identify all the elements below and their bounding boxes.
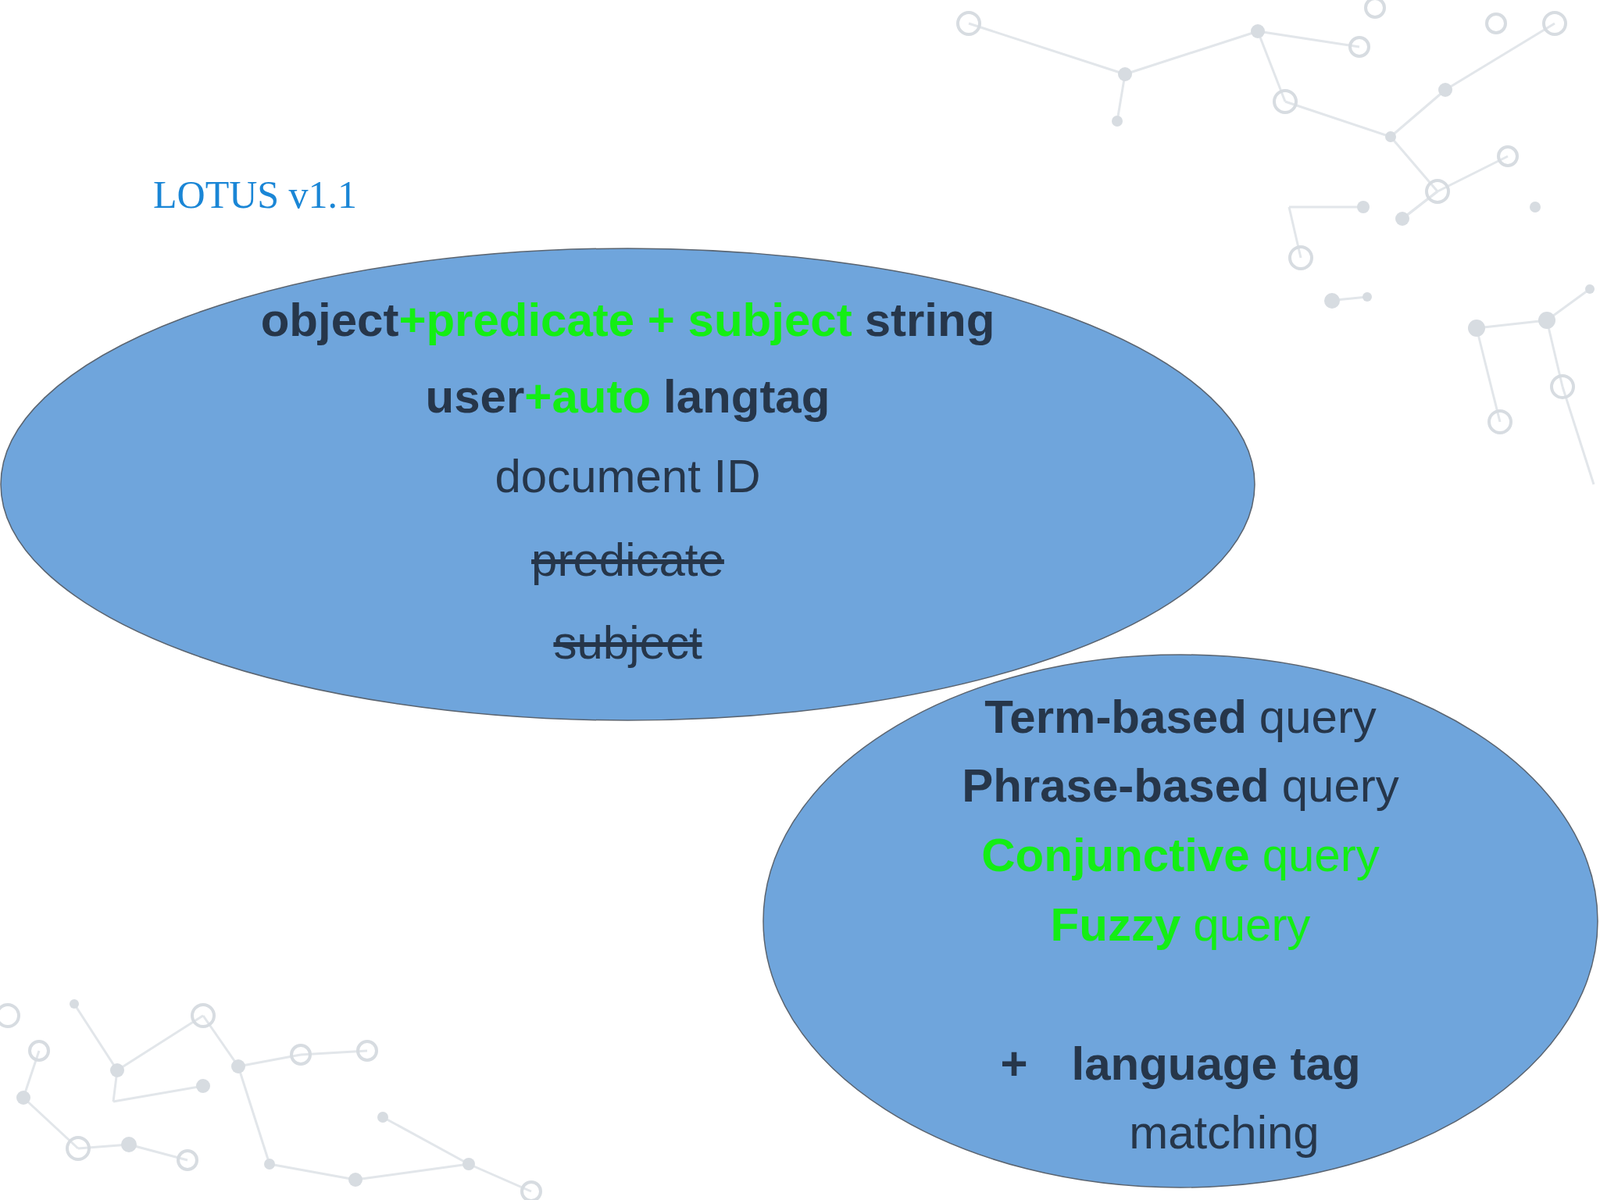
text-line: predicate	[0, 530, 1256, 590]
text-line: + language tag	[762, 1034, 1599, 1093]
node-text: Fuzzy	[1050, 897, 1182, 952]
text-line-inner: predicate	[531, 532, 725, 587]
node-text: user	[425, 369, 525, 424]
slide-title: LOTUS v1.1	[153, 171, 358, 218]
node-text: string	[864, 292, 996, 347]
text-line-inner: user+autolangtag	[425, 369, 831, 424]
node-text: language tag	[1071, 1036, 1361, 1091]
text-line-inner: object+predicate + subjectstring	[260, 292, 996, 347]
ellipse-shape	[0, 248, 1255, 721]
node-text: query	[1262, 828, 1380, 883]
node-text: langtag	[663, 369, 830, 424]
ellipse-shape	[763, 654, 1598, 1188]
text-line: Phrase-basedquery	[762, 756, 1599, 815]
text-line-inner: + language tag	[1000, 1036, 1361, 1091]
node-text: query	[1282, 758, 1400, 813]
text-line-inner: Fuzzyquery	[1050, 897, 1311, 952]
node-text: Conjunctive	[981, 828, 1250, 883]
node-text: matching	[1128, 1105, 1319, 1160]
text-line: matching	[762, 1103, 1599, 1162]
ellipse-node: Term-basedqueryPhrase-basedqueryConjunct…	[762, 653, 1599, 1189]
ellipse-node: object+predicate + subjectstring user+aut…	[0, 247, 1256, 722]
node-text: +	[1000, 1036, 1028, 1091]
node-text: Term-based	[984, 689, 1247, 744]
text-line-inner: Phrase-basedquery	[961, 758, 1400, 813]
text-line: Term-basedquery	[762, 687, 1599, 747]
text-line: Conjunctivequery	[762, 825, 1599, 885]
node-text: +auto	[524, 369, 651, 424]
text-line-inner: document ID	[494, 449, 761, 504]
text-line: Fuzzyquery	[762, 895, 1599, 954]
node-text: query	[1259, 689, 1377, 744]
text-line: document ID	[0, 446, 1256, 506]
text-line: subject	[0, 613, 1256, 672]
node-text: +predicate + subject	[398, 292, 852, 347]
node-text: subject	[553, 615, 702, 670]
node-text: Phrase-based	[961, 758, 1270, 813]
text-line-inner: matching	[1085, 1105, 1275, 1160]
text-line: object+predicate + subjectstring	[0, 290, 1256, 350]
text-line-inner: Conjunctivequery	[981, 828, 1379, 883]
node-text: predicate	[531, 532, 725, 587]
node-text: object	[260, 292, 400, 347]
text-line: user+autolangtag	[0, 367, 1256, 426]
node-text: document ID	[494, 449, 761, 504]
node-text: query	[1192, 897, 1311, 952]
text-line-inner: Term-basedquery	[984, 689, 1377, 744]
text-line-inner: subject	[553, 615, 702, 670]
